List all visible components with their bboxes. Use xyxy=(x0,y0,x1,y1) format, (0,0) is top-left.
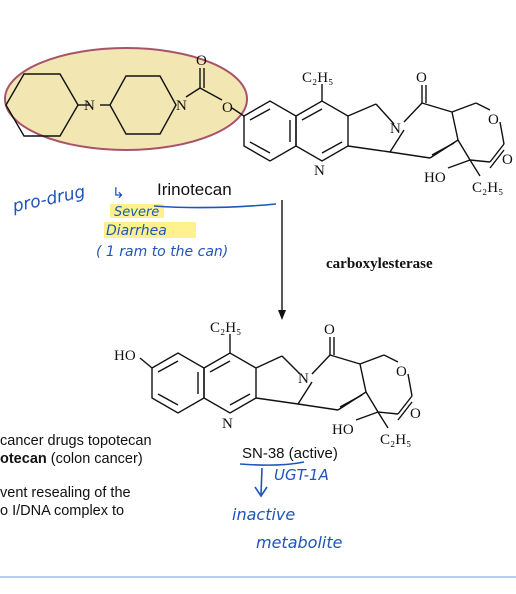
atom-n1: N xyxy=(84,98,95,114)
atom-o-lac-sn38: O xyxy=(396,364,407,380)
sn38-structure xyxy=(139,334,413,429)
atom-o-top: O xyxy=(416,70,427,86)
atom-n-ring-sn38: N xyxy=(298,371,309,387)
note-severe: Severe xyxy=(114,205,159,220)
atom-ho-left: HO xyxy=(114,348,136,364)
note-paren: ( 1 ram to the can) xyxy=(96,244,228,260)
body-line-2: otecan (colon cancer) xyxy=(0,451,143,467)
label-enzyme: carboxylesterase xyxy=(326,256,433,272)
atom-n-ring: N xyxy=(390,121,401,137)
body-line-1: cancer drugs topotecan xyxy=(0,433,152,449)
irinotecan-atoms: N N O O C₂H₅ O N N O O HO C₂H₅ xyxy=(84,53,513,196)
atom-o-top-sn38: O xyxy=(324,322,335,338)
highlight-ellipse xyxy=(4,47,248,151)
atom-ethyl-bottom-sn38: C₂H₅ xyxy=(380,432,411,448)
hand-arrow-down xyxy=(254,467,268,498)
note-arrow: ↳ xyxy=(112,184,125,202)
atom-ethyl-bottom: C₂H₅ xyxy=(472,180,503,196)
atom-ethyl-top-sn38: C₂H₅ xyxy=(210,320,241,336)
atom-o-lac: O xyxy=(488,112,499,128)
atom-n-pyr-sn38: N xyxy=(222,416,233,432)
marker-diarrhea xyxy=(104,222,196,238)
atom-o-ester: O xyxy=(222,100,233,116)
body-line-4: o I/DNA complex to xyxy=(0,503,125,519)
body-line-2-rest: (colon cancer) xyxy=(46,451,143,467)
note-inactive: inactive xyxy=(232,505,295,524)
irinotecan-structure xyxy=(5,68,505,177)
atom-o-carbonyl: O xyxy=(196,53,207,69)
atom-ethyl-top: C₂H₅ xyxy=(302,70,333,86)
atom-n2: N xyxy=(176,98,187,114)
note-diarrhea: Diarrhea xyxy=(106,223,167,239)
reaction-arrowhead xyxy=(278,310,286,320)
atom-ho-sn38: HO xyxy=(332,422,354,438)
label-irinotecan: Irinotecan xyxy=(157,180,232,199)
note-metabolite: metabolite xyxy=(256,533,343,552)
atom-o-lac2: O xyxy=(502,152,513,168)
label-sn38: SN-38 (active) xyxy=(242,445,338,462)
body-line-3: vent resealing of the xyxy=(0,485,131,501)
atom-o-lac2-sn38: O xyxy=(410,406,421,422)
sn38-underline xyxy=(239,461,305,466)
note-prodrug: pro-drug xyxy=(10,182,87,217)
body-line-2-bold: otecan xyxy=(0,451,47,467)
marker-severe xyxy=(110,204,164,218)
atom-n-pyr: N xyxy=(314,163,325,179)
atom-ho: HO xyxy=(424,170,446,186)
note-ugt: UGT-1A xyxy=(274,466,329,484)
irinotecan-underline xyxy=(153,203,277,209)
sn38-atoms: HO C₂H₅ O N N O O HO C₂H₅ xyxy=(114,320,421,448)
